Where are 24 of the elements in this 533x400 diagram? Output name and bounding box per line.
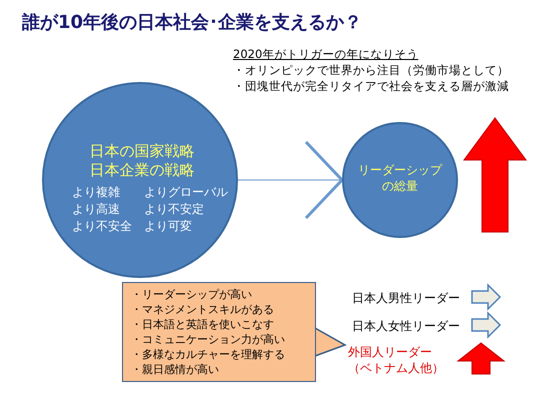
bullet-text: ・親日感情が高い [131, 363, 219, 377]
leader-label: 外国人リーダー（ベトナム人他） [348, 344, 445, 376]
chevron-arrow [238, 140, 344, 220]
note-text: ・団塊世代が完全リタイアで社会を支える層が激減 [233, 79, 509, 94]
note-heading: 2020年がトリガーの年になりそう [233, 47, 418, 62]
trait-text: より不安定 [144, 201, 204, 218]
circle-text: リーダーシップの総量 [357, 162, 444, 194]
bullet-text: ・マネジメントスキルがある [131, 303, 274, 317]
bullet-text: ・リーダーシップが高い [131, 288, 252, 302]
heading-text: 日本企業の戦略 [88, 161, 196, 180]
trait-text: より可変 [144, 218, 192, 235]
leader-label: 日本人男性リーダー [352, 290, 460, 307]
heading-text: 日本の国家戦略 [88, 142, 196, 161]
trait-text: より不安全 [72, 218, 132, 235]
callout-box [122, 282, 316, 382]
trait-text: よりグローバル [144, 184, 228, 201]
trait-text: より複雑 [72, 184, 120, 201]
note-text: ・オリンピックで世界から注目（労働市場として） [233, 63, 509, 78]
trait-text: より高速 [72, 201, 120, 218]
bullet-text: ・日本語と英語を使いこなす [131, 318, 274, 332]
bullet-text: ・多様なカルチャーを理解する [131, 348, 285, 362]
bullet-text: ・コミュニケーション力が高い [131, 333, 285, 347]
title: 誰が10年後の日本社会･企業を支えるか？ [22, 11, 362, 34]
leader-label: 日本人女性リーダー [352, 318, 460, 335]
